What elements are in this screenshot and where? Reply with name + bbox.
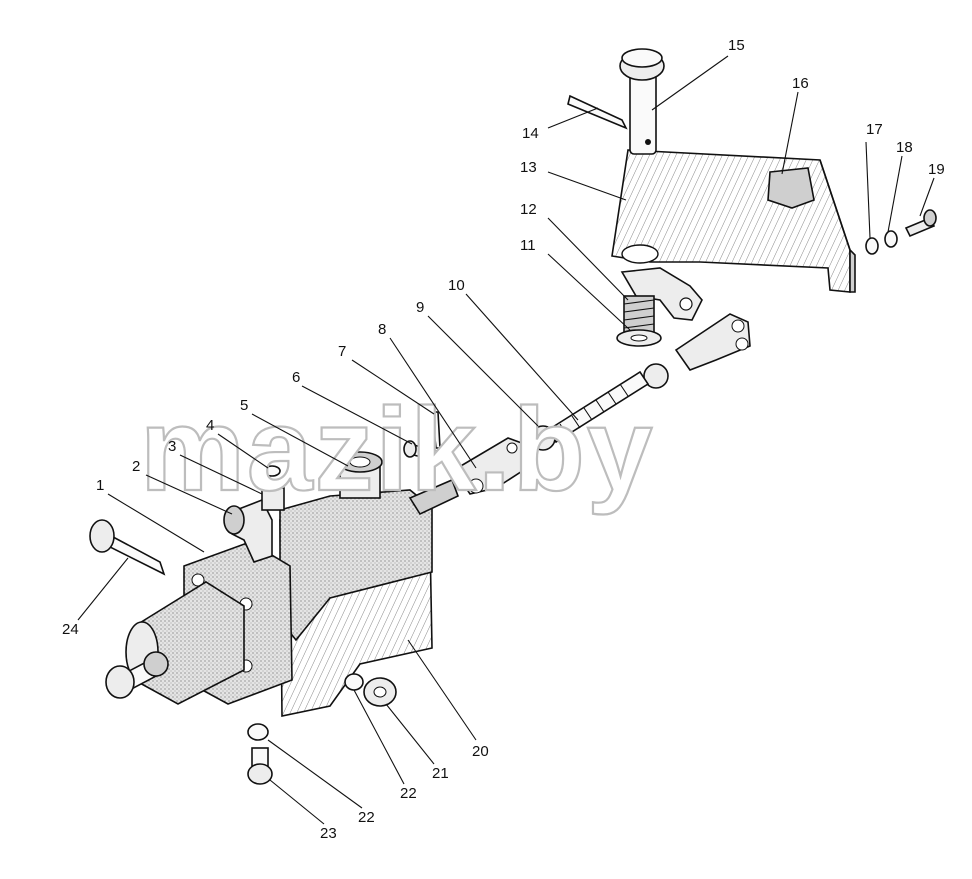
- split-pin: [431, 411, 441, 449]
- fasteners: [89, 519, 397, 785]
- pivot-pin: [629, 69, 657, 155]
- callout-labels: 1 2 3 4 5 6 7 8 9 10 11 12 13 14 15 16 1…: [62, 37, 945, 842]
- upper-nut: [643, 363, 669, 389]
- callout-4: 4: [206, 417, 214, 434]
- rod-boot: [408, 478, 460, 516]
- washer-22-left: [247, 723, 269, 741]
- callout-8: 8: [378, 321, 386, 338]
- callout-16: 16: [792, 75, 809, 92]
- callout-10: 10: [448, 277, 465, 294]
- upper-clevis: [674, 313, 751, 371]
- callout-9: 9: [416, 299, 424, 316]
- callout-18: 18: [896, 139, 913, 156]
- bolt-24: [89, 519, 166, 576]
- callout-20: 20: [472, 743, 489, 760]
- valve-body: [105, 451, 460, 717]
- callout-23: 23: [320, 825, 337, 842]
- callout-11: 11: [520, 237, 536, 254]
- lever-eye: [679, 297, 693, 311]
- callout-1: 1: [96, 477, 104, 494]
- end-bolt: [105, 651, 169, 699]
- callout-17: 17: [866, 121, 883, 138]
- callout-6: 6: [292, 369, 300, 386]
- callout-21: 21: [432, 765, 449, 782]
- callout-22-left: 22: [358, 809, 375, 826]
- washer-17: [865, 237, 879, 255]
- callout-5: 5: [240, 397, 248, 414]
- bolt-19: [904, 209, 937, 238]
- top-port: [337, 451, 383, 499]
- leader-lines: [77, 55, 935, 825]
- callout-14: 14: [522, 125, 539, 142]
- gasket: [263, 465, 281, 477]
- cotter-pin: [567, 94, 628, 130]
- bolt-23: [247, 747, 273, 785]
- bracket-flange: [819, 159, 856, 293]
- callout-22-right: 22: [400, 785, 417, 802]
- clevis-pin: [403, 440, 441, 464]
- bracket-boss: [767, 167, 815, 209]
- callout-24: 24: [62, 621, 79, 638]
- callout-3: 3: [168, 438, 176, 455]
- callout-19: 19: [928, 161, 945, 178]
- small-fitting: [261, 487, 285, 511]
- washer-18: [884, 230, 898, 248]
- pin-hole: [645, 139, 651, 145]
- pivot-pin-top: [621, 48, 663, 68]
- watermark-text: mazik.by: [140, 384, 654, 516]
- bracket-assembly: [567, 48, 937, 347]
- lower-nut: [530, 425, 556, 451]
- callout-12: 12: [520, 201, 537, 218]
- callout-13: 13: [520, 159, 537, 176]
- linkage-assembly: [403, 313, 751, 495]
- callout-15: 15: [728, 37, 745, 54]
- spring: [616, 295, 662, 347]
- washer-22-right: [344, 673, 364, 691]
- callout-7: 7: [338, 343, 346, 360]
- bracket-hole: [621, 244, 659, 264]
- callout-2: 2: [132, 458, 140, 475]
